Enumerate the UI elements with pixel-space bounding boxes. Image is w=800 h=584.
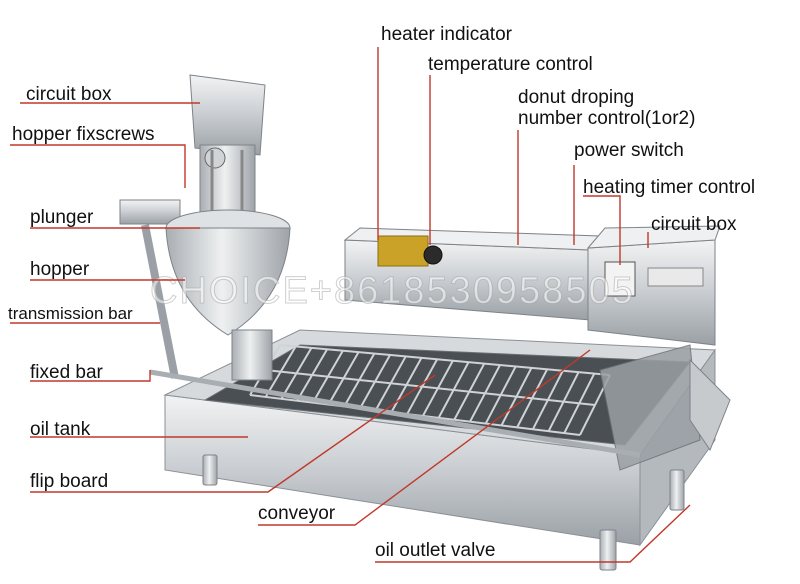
watermark: CHOICE+8618530958505 [150,270,635,313]
label-temperature-control: temperature control [428,54,593,75]
label-circuit-box-left: circuit box [26,84,112,105]
label-plunger: plunger [30,207,94,228]
label-donut-dropping-line2: number control(1or2) [518,108,696,129]
transmission-bar [119,199,641,458]
label-transmission-bar: transmission bar [8,304,133,323]
label-hopper: hopper [30,259,90,280]
circuit-box-right [586,225,721,346]
label-flip-board: flip board [30,471,109,492]
leader-conveyor [258,349,591,526]
leader-heating-timer [583,195,621,265]
label-fixed-bar: fixed bar [30,362,103,383]
flip-board [599,344,731,471]
hopper-assembly [165,74,291,381]
leader-fixed-bar [30,370,151,382]
label-conveyor: conveyor [258,503,336,524]
leader-oil-outlet-valve [375,504,691,563]
label-donut-dropping-line1: donut droping [518,87,635,108]
conveyor-mesh [249,344,611,436]
label-heating-timer-control: heating timer control [583,177,756,198]
machine-legs [202,454,685,571]
leader-flip-board [30,374,436,493]
label-circuit-box-right: circuit box [651,214,737,235]
label-oil-outlet-valve: oil outlet valve [375,540,496,561]
conveyor-rail [264,369,596,406]
conveyor-rail [279,344,611,376]
label-heater-indicator: heater indicator [381,24,512,45]
label-power-switch: power switch [574,140,684,161]
label-oil-tank: oil tank [30,419,91,440]
label-hopper-fixscrews: hopper fixscrews [12,124,155,145]
leader-hopper-fixscrews [10,144,186,188]
